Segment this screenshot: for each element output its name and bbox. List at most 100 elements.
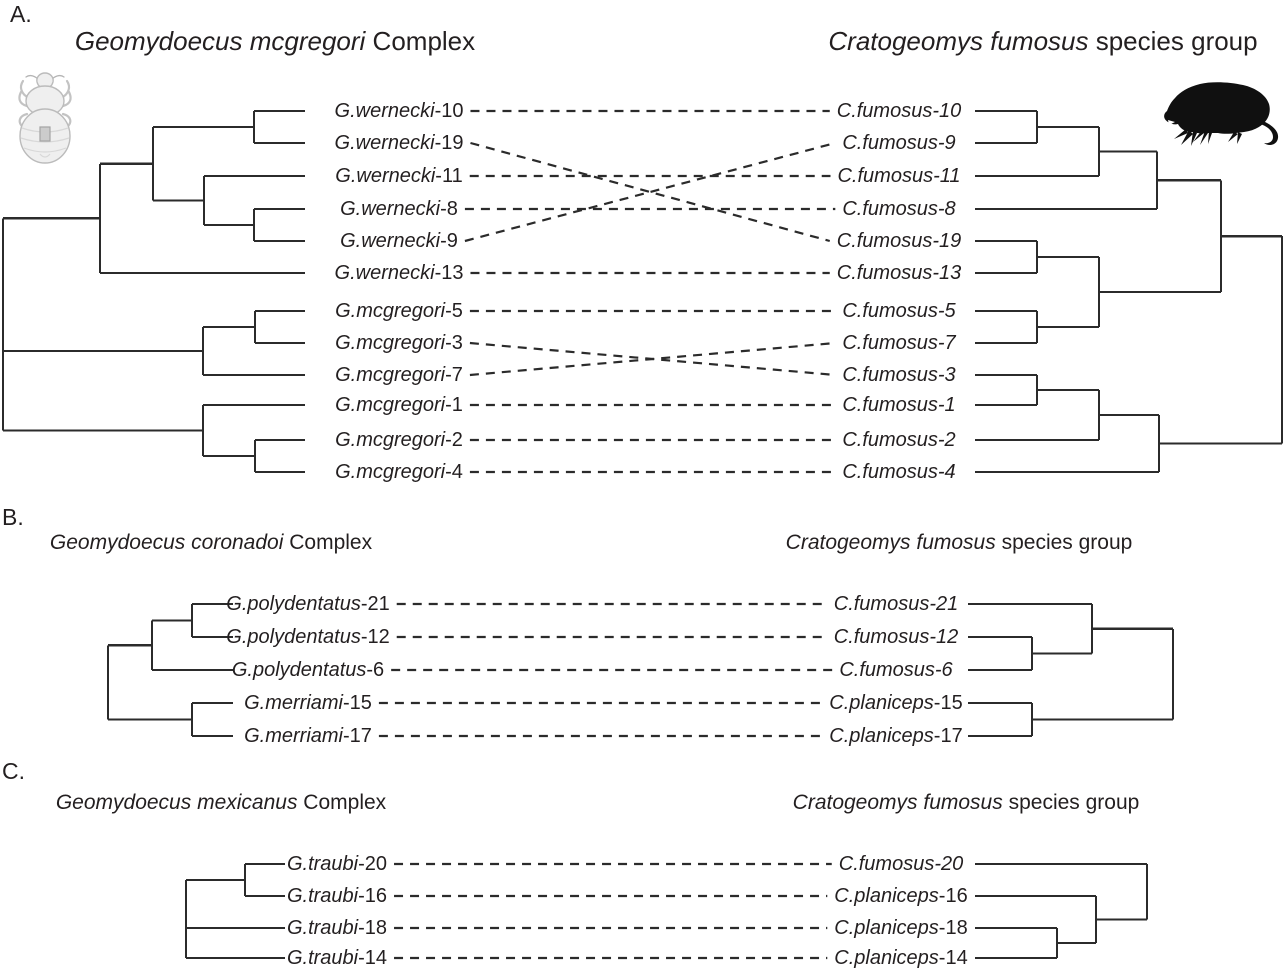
- taxon-name-suffix: -5: [445, 300, 463, 322]
- taxon-name-suffix: -9: [440, 230, 458, 252]
- taxon-label-g-traubi-20: G.traubi-20: [287, 854, 387, 874]
- taxon-name-italic: C.fumosus-20: [838, 853, 964, 875]
- taxon-name-italic: C.fumosus-11: [837, 165, 961, 187]
- panel-b-right-title-italic: Cratogeomys fumosus: [785, 531, 996, 554]
- panel-a-left-title: Geomydoecus mcgregori Complex: [75, 26, 475, 57]
- panel-b-right-title: Cratogeomys fumosus species group: [786, 531, 1133, 555]
- taxon-name-italic: C.fumosus-13: [836, 262, 962, 284]
- taxon-name-italic: G.traubi: [286, 947, 359, 969]
- taxon-label-c-fumosus-4: C.fumosus-4: [842, 462, 955, 482]
- taxon-name-italic: G.mcgregori: [335, 300, 446, 322]
- taxon-name-italic: C.planiceps: [834, 917, 939, 939]
- taxon-name-italic: C.fumosus-12: [833, 626, 959, 648]
- taxon-label-c-fumosus-11: C.fumosus-11: [837, 166, 960, 186]
- taxon-name-italic: G.mcgregori: [335, 394, 446, 416]
- taxon-name-italic: G.merriami: [244, 725, 343, 747]
- taxon-label-c-fumosus-12: C.fumosus-12: [834, 627, 959, 647]
- louse-icon: [18, 72, 72, 164]
- taxon-label-g-merriami-17: G.merriami-17: [244, 726, 372, 746]
- taxon-label-g-mcgregori-7: G.mcgregori-7: [335, 365, 463, 385]
- taxon-label-c-fumosus-7: C.fumosus-7: [842, 333, 955, 353]
- taxon-label-c-planiceps-15: C.planiceps-15: [829, 693, 962, 713]
- taxon-label-g-traubi-14: G.traubi-14: [287, 948, 387, 968]
- phylo-tree-a-parasites: [1, 109, 305, 474]
- taxon-name-suffix: -10: [434, 100, 464, 122]
- taxon-name-italic: G.mcgregori: [335, 364, 446, 386]
- panel-c-letter: C.: [2, 758, 25, 784]
- taxon-name-suffix: -16: [358, 885, 388, 907]
- taxon-name-italic: G.wernecki: [334, 100, 435, 122]
- phylo-tree-b-hosts: [968, 602, 1175, 738]
- phylo-tree-c-hosts: [975, 862, 1149, 960]
- gopher-icon: [1164, 82, 1279, 146]
- taxon-name-italic: G.traubi: [286, 853, 359, 875]
- taxon-label-c-fumosus-21: C.fumosus-21: [834, 594, 959, 614]
- taxon-label-c-fumosus-20: C.fumosus-20: [839, 854, 964, 874]
- panel-b-left-title: Geomydoecus coronadoi Complex: [50, 531, 372, 555]
- taxon-label-c-fumosus-3: C.fumosus-3: [842, 365, 955, 385]
- taxon-name-italic: G.mcgregori: [335, 461, 446, 483]
- panel-c-left-title-italic: Geomydoecus mexicanus: [55, 791, 298, 814]
- taxon-name-suffix: -21: [360, 593, 390, 615]
- taxon-name-suffix: -4: [445, 461, 463, 483]
- taxon-label-g-polydentatus-21: G.polydentatus-21: [226, 594, 389, 614]
- taxon-name-suffix: -15: [342, 692, 372, 714]
- taxon-name-italic: C.fumosus-7: [842, 332, 956, 354]
- taxon-label-c-fumosus-5: C.fumosus-5: [842, 301, 955, 321]
- taxon-name-italic: G.wernecki: [334, 132, 435, 154]
- taxon-label-g-mcgregori-5: G.mcgregori-5: [335, 301, 463, 321]
- taxon-name-italic: C.planiceps: [834, 947, 939, 969]
- taxon-name-italic: C.fumosus-9: [842, 132, 956, 154]
- taxon-name-italic: G.merriami: [244, 692, 343, 714]
- taxon-name-suffix: -2: [445, 429, 463, 451]
- taxon-name-italic: G.wernecki: [334, 262, 435, 284]
- panel-a-right-title: Cratogeomys fumosus species group: [828, 26, 1257, 57]
- taxon-name-suffix: -6: [366, 659, 385, 681]
- panel-b-left-title-italic: Geomydoecus coronadoi: [49, 531, 284, 554]
- taxon-label-c-planiceps-17: C.planiceps-17: [829, 726, 962, 746]
- taxon-name-suffix: -20: [358, 853, 388, 875]
- taxon-name-suffix: -17: [933, 725, 963, 747]
- taxon-label-g-polydentatus-6: G.polydentatus-6: [232, 660, 384, 680]
- taxon-name-italic: C.fumosus-10: [836, 100, 962, 122]
- taxon-label-g-mcgregori-3: G.mcgregori-3: [335, 333, 463, 353]
- taxon-name-italic: C.fumosus-8: [842, 198, 956, 220]
- taxon-name-suffix: -15: [933, 692, 963, 714]
- taxon-label-g-wernecki-9: G.wernecki-9: [340, 231, 458, 251]
- taxon-name-suffix: -12: [360, 626, 390, 648]
- panel-a-right-title-rest: species group: [1088, 26, 1258, 56]
- taxon-name-suffix: -17: [342, 725, 372, 747]
- taxon-name-italic: G.traubi: [286, 917, 359, 939]
- taxon-label-g-traubi-16: G.traubi-16: [287, 886, 387, 906]
- taxon-name-suffix: -1: [445, 394, 463, 416]
- taxon-label-g-wernecki-8: G.wernecki-8: [340, 199, 458, 219]
- association-lines-a: [464, 109, 836, 474]
- taxon-label-c-planiceps-14: C.planiceps-14: [834, 948, 967, 968]
- taxon-name-italic: C.fumosus-6: [839, 659, 953, 681]
- taxon-name-suffix: -3: [445, 332, 463, 354]
- taxon-label-g-wernecki-11: G.wernecki-11: [335, 166, 462, 186]
- taxon-label-c-fumosus-10: C.fumosus-10: [837, 101, 962, 121]
- taxon-name-suffix: -14: [938, 947, 968, 969]
- taxon-name-suffix: -8: [440, 198, 458, 220]
- taxon-name-italic: G.mcgregori: [335, 429, 446, 451]
- taxon-label-c-fumosus-9: C.fumosus-9: [842, 133, 955, 153]
- taxon-name-suffix: -11: [435, 165, 463, 187]
- taxon-label-c-fumosus-6: C.fumosus-6: [839, 660, 952, 680]
- taxon-label-c-fumosus-19: C.fumosus-19: [837, 231, 962, 251]
- taxon-label-c-fumosus-13: C.fumosus-13: [837, 263, 962, 283]
- taxon-name-suffix: -19: [434, 132, 464, 154]
- taxon-name-italic: G.polydentatus: [226, 593, 361, 615]
- taxon-name-italic: C.fumosus-2: [842, 429, 956, 451]
- taxon-name-suffix: -18: [938, 917, 968, 939]
- panel-b-left-title-rest: Complex: [283, 531, 373, 554]
- taxon-name-italic: C.planiceps: [829, 725, 934, 747]
- taxon-name-italic: C.fumosus-3: [842, 364, 956, 386]
- taxon-name-italic: C.planiceps: [834, 885, 939, 907]
- phylo-tree-c-parasites: [184, 862, 285, 960]
- taxon-label-c-fumosus-2: C.fumosus-2: [842, 430, 955, 450]
- association-lines-c: [394, 862, 832, 960]
- taxon-name-italic: G.wernecki: [340, 230, 441, 252]
